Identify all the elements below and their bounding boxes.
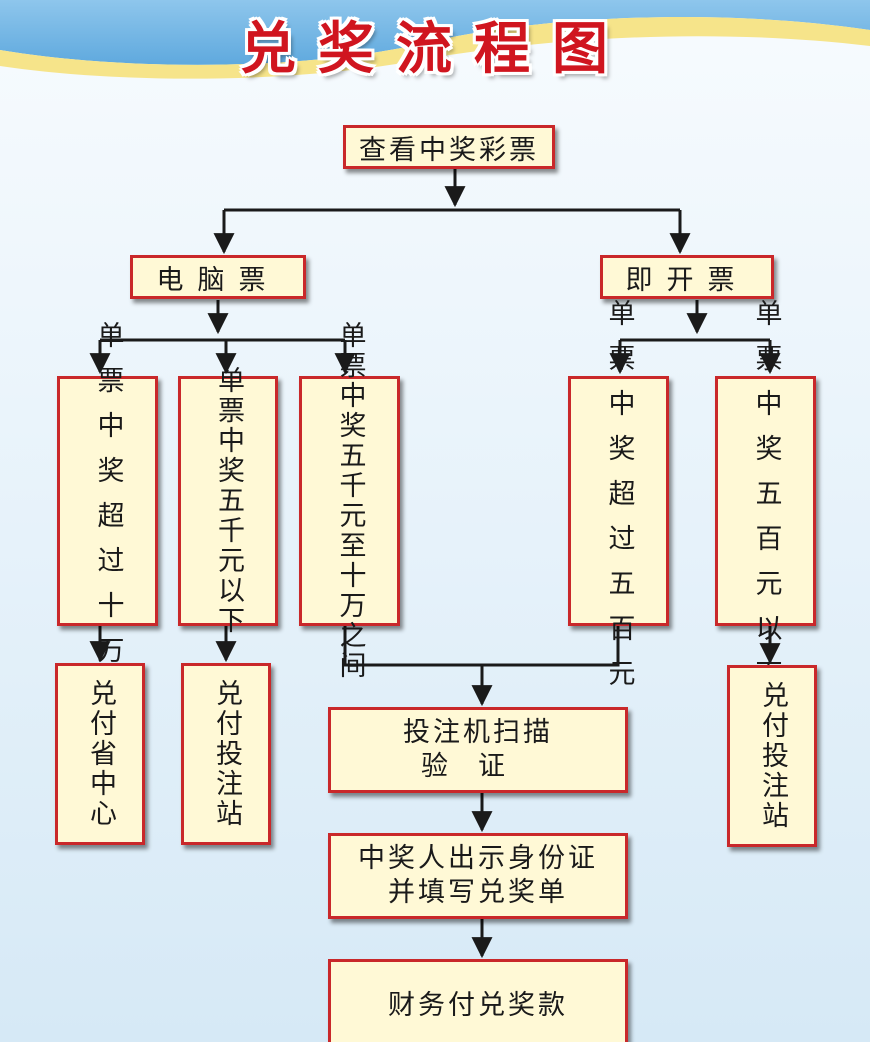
node-instant-ticket: 即开票	[600, 255, 774, 299]
node-provincial-center: 兑付省中心	[55, 663, 145, 845]
node-computer-5k-100k: 单票中奖五千元至十万之间	[299, 321, 400, 681]
node-instant-ticket-label: 即开票	[625, 264, 749, 296]
title-banner	[0, 0, 870, 79]
page-title: 兑奖流程图	[240, 17, 630, 82]
node-show-id-line1: 中奖人出示身份证	[358, 843, 598, 874]
node-station-left-label: 兑付投注站	[211, 679, 242, 829]
node-station-right: 兑付投注站	[727, 665, 817, 847]
node-check-ticket-label: 查看中奖彩票	[359, 134, 539, 166]
node-terminal-verify: 投注机扫描 验证	[328, 707, 628, 793]
node-instant-under-500: 单票中奖五百元以下	[715, 299, 816, 704]
node-computer-under-5k: 单票中奖五千元以下	[178, 366, 278, 636]
node-instant-over-500-label: 单票中奖超过五百元	[603, 298, 635, 704]
node-station-right-label: 兑付投注站	[757, 681, 788, 831]
node-instant-over-500: 单票中奖超过五百元	[568, 299, 669, 704]
node-computer-over-100k: 单票中奖超过十万	[57, 321, 158, 681]
node-show-id-line2: 并填写兑奖单	[388, 877, 568, 908]
node-computer-over-100k-label: 单票中奖超过十万	[92, 321, 124, 681]
node-terminal-verify-line2: 验证	[421, 751, 535, 782]
node-finance-pay: 财务付兑奖款	[328, 959, 628, 1042]
node-check-ticket: 查看中奖彩票	[343, 125, 555, 169]
node-finance-pay-label: 财务付兑奖款	[388, 989, 568, 1021]
node-terminal-verify-line1: 投注机扫描	[403, 717, 553, 748]
node-computer-ticket: 电脑票	[130, 255, 306, 299]
node-station-left: 兑付投注站	[181, 663, 271, 845]
line-merge-verify	[343, 626, 620, 667]
node-show-id: 中奖人出示身份证 并填写兑奖单	[328, 833, 628, 919]
node-provincial-center-label: 兑付省中心	[85, 679, 116, 829]
node-instant-under-500-label: 单票中奖五百元以下	[750, 298, 782, 704]
node-computer-5k-100k-label: 单票中奖五千元至十万之间	[334, 321, 366, 681]
node-computer-ticket-label: 电脑票	[156, 264, 280, 296]
node-computer-under-5k-label: 单票中奖五千元以下	[213, 366, 244, 636]
